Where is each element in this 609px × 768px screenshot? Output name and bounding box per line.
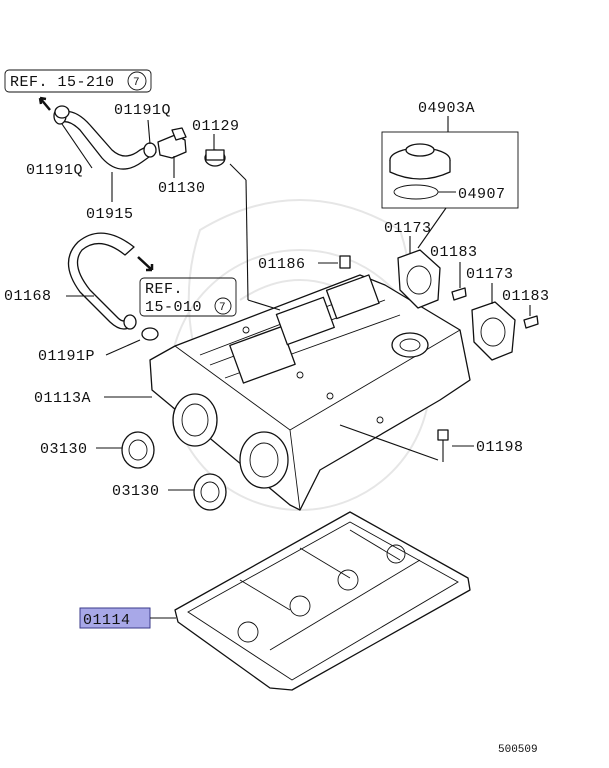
- diagram-id: 500509: [498, 744, 538, 756]
- label-04907[interactable]: 04907: [458, 186, 506, 203]
- ref-15-010-line2: 15-010: [145, 299, 202, 316]
- gasket-01114: [174, 511, 471, 691]
- seal-03130-upper: [121, 431, 155, 469]
- label-01183-upper[interactable]: 01183: [430, 244, 478, 261]
- arrow-icon-mid: [137, 256, 154, 272]
- label-01191q-left[interactable]: 01191Q: [26, 162, 83, 179]
- bolt-01198: [437, 429, 449, 462]
- arrow-icon: [38, 96, 51, 111]
- clamp-01191q-right: [143, 142, 157, 158]
- label-01130[interactable]: 01130: [158, 180, 206, 197]
- label-01173-upper[interactable]: 01173: [384, 220, 432, 237]
- label-01191q-top[interactable]: 01191Q: [114, 102, 171, 119]
- fitting-01130: [157, 127, 187, 159]
- ref-15-010-line1: REF.: [145, 281, 183, 298]
- label-03130-upper[interactable]: 03130: [40, 441, 88, 458]
- valve-cover-01113a: [149, 274, 471, 511]
- label-01129[interactable]: 01129: [192, 118, 240, 135]
- ref-15-010-circle-number: 7: [219, 302, 226, 314]
- label-01915[interactable]: 01915: [86, 206, 134, 223]
- label-01114[interactable]: 01114: [83, 612, 131, 629]
- pcv-valve-01129: [204, 149, 226, 167]
- clamp-01191p: [141, 327, 159, 341]
- hose-01168: [67, 232, 137, 330]
- flange-01173-lower: [471, 301, 516, 361]
- label-01113a[interactable]: 01113A: [34, 390, 91, 407]
- label-03130-lower[interactable]: 03130: [112, 483, 160, 500]
- label-01186[interactable]: 01186: [258, 256, 306, 273]
- label-04903a[interactable]: 04903A: [418, 100, 475, 117]
- ref-15-210-callout[interactable]: REF. 15-210 7: [4, 69, 152, 93]
- oil-cap-group: 04903A 04907: [381, 100, 519, 249]
- bolt-01183-lower: [523, 315, 539, 329]
- ref-15-010-callout[interactable]: REF. 15-010 7: [139, 277, 237, 317]
- label-01191p[interactable]: 01191P: [38, 348, 95, 365]
- label-01173-lower[interactable]: 01173: [466, 266, 514, 283]
- label-01183-lower[interactable]: 01183: [502, 288, 550, 305]
- label-01168[interactable]: 01168: [4, 288, 52, 305]
- bolt-01186: [339, 255, 351, 269]
- ref-15-210-label: REF. 15-210: [10, 74, 115, 91]
- label-01198[interactable]: 01198: [476, 439, 524, 456]
- bolt-01183-upper: [451, 287, 467, 301]
- flange-01173-upper: [397, 249, 441, 309]
- clamp-01191q-left: [54, 105, 70, 119]
- ref-15-210-circle-number: 7: [133, 77, 140, 89]
- seal-03130-lower: [193, 473, 227, 511]
